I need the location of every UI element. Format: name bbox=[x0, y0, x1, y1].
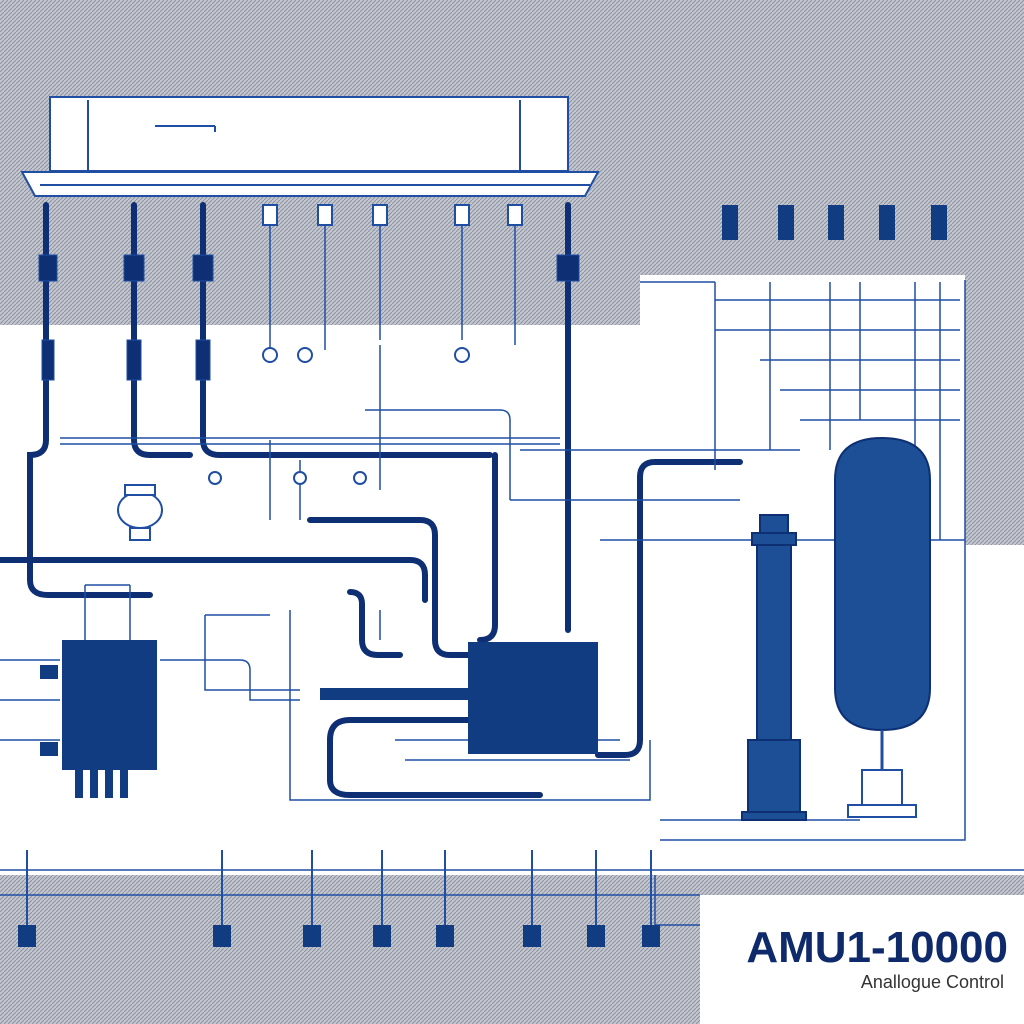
gauge-icon bbox=[117, 484, 163, 541]
bottom-terminals bbox=[18, 850, 660, 947]
title-block: AMU1-10000 Anallogue Control bbox=[746, 923, 1008, 992]
left-process-block bbox=[62, 640, 157, 770]
column-stack bbox=[741, 514, 807, 821]
valve-icon bbox=[208, 204, 523, 485]
header-manifold bbox=[20, 96, 600, 197]
insulator-icon bbox=[38, 254, 580, 381]
pressure-vessel bbox=[834, 436, 931, 818]
model-subtitle: Anallogue Control bbox=[861, 972, 1004, 992]
pipe-network bbox=[0, 202, 743, 798]
shaft-coupling bbox=[320, 688, 470, 700]
process-equipment bbox=[40, 640, 598, 798]
right-process-block bbox=[468, 642, 598, 754]
model-title: AMU1-10000 bbox=[746, 923, 1008, 972]
top-bushings bbox=[38, 204, 580, 485]
fuse-bank bbox=[722, 205, 947, 240]
